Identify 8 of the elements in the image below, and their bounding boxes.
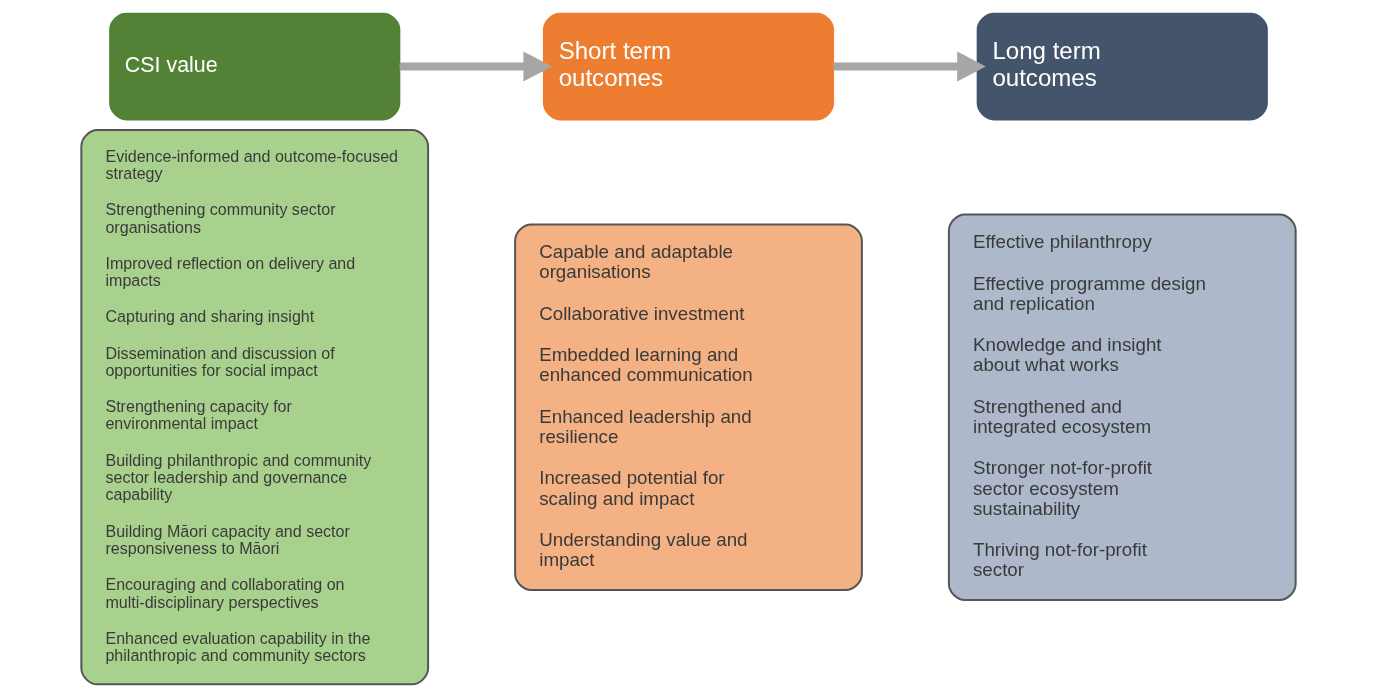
arrow bbox=[399, 51, 553, 82]
node-box: CSI value bbox=[109, 12, 401, 121]
arrow bbox=[833, 51, 986, 82]
node-box: Evidence-informed and outcome-focused strategy Strengthening community sector organisations Improved reflection on delivery and impacts Capturing and sharing insight Dissemination and discussion of opportunities for social impact Strengthening capacity for environmental impact Building philanthropic and community sector leadership and governance capability Building Māori capacity and sector responsiveness to Māori Encouraging and collaborating on multi-disciplinary perspectives Enhanced evaluation capability in the philanthropic and community sectors bbox=[80, 129, 430, 686]
node-box: Effective philanthropy Effective programme design and replication Knowledge and insight about what works Strengthened and integrated ecosystem Stronger not-for-profit sector ecosystem sustainability Thriving not-for-profit sector bbox=[947, 213, 1297, 602]
node-box: Short term outcomes bbox=[542, 12, 835, 121]
node-box: Long term outcomes bbox=[976, 12, 1268, 121]
node-box: Capable and adaptable organisations Collaborative investment Embedded learning and enhanced communication Enhanced leadership and resilience Increased potential for scaling and impact Understanding value and impact bbox=[514, 223, 863, 591]
